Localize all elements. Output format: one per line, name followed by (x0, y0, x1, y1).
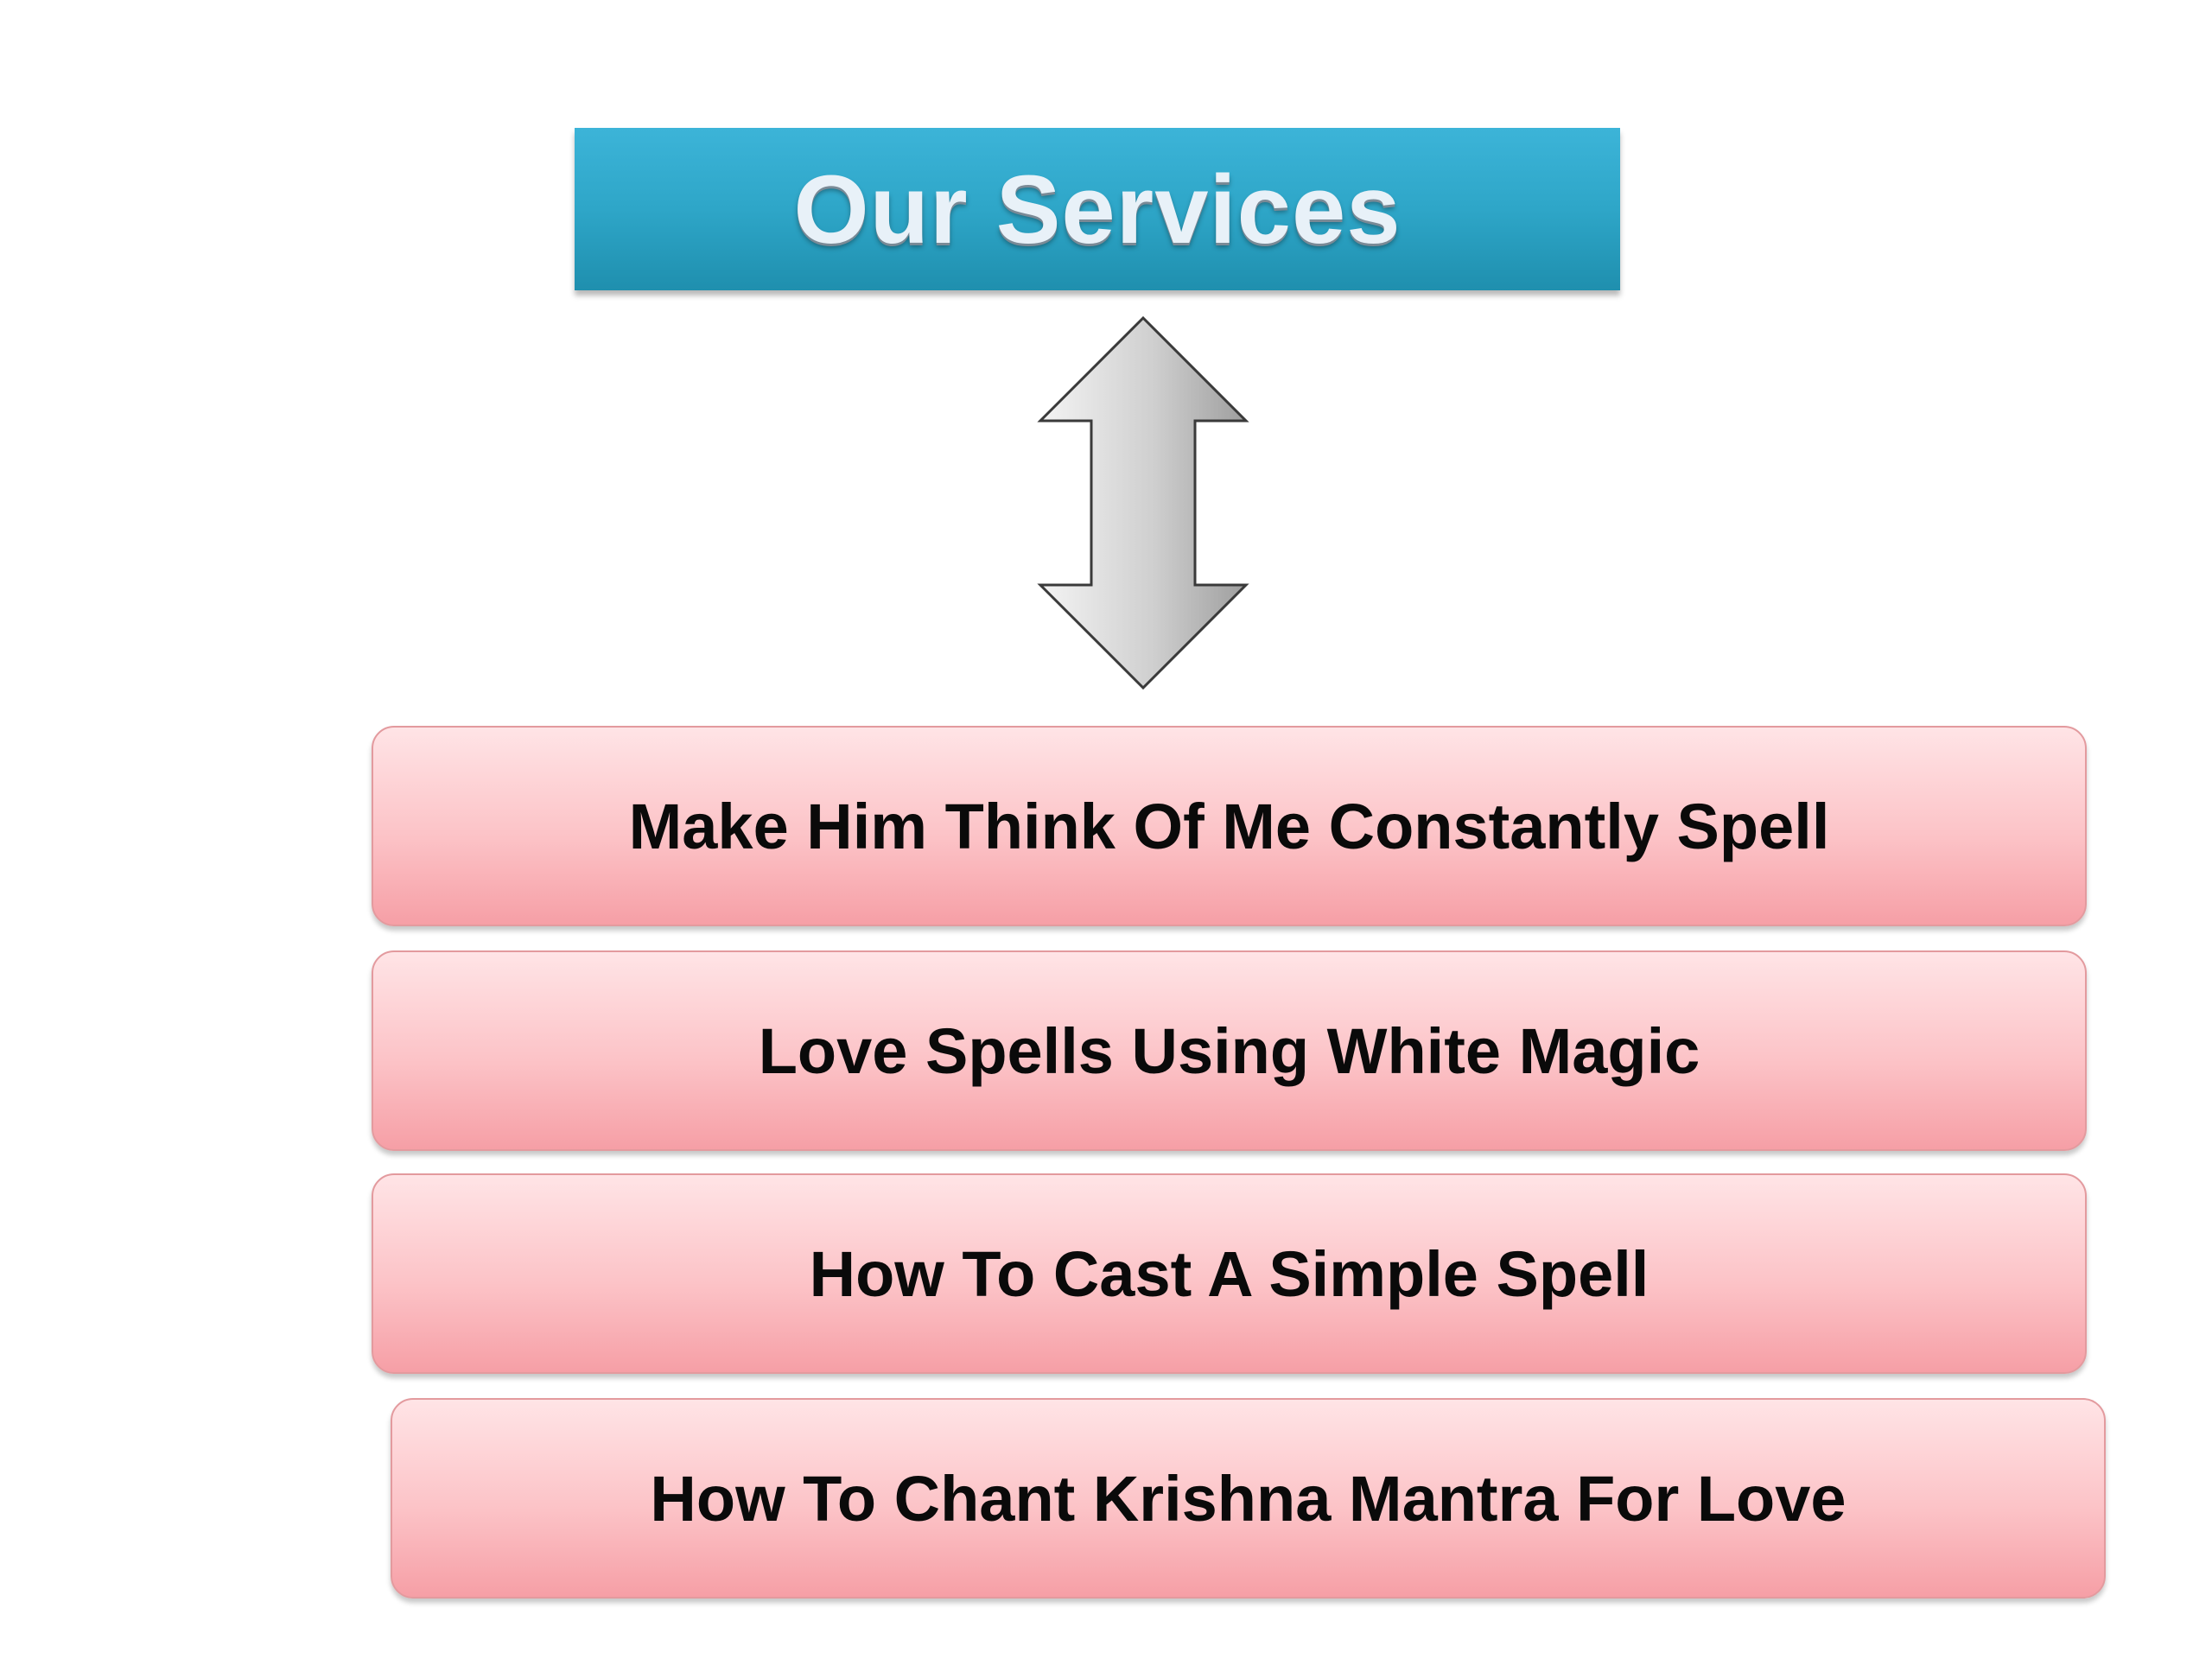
service-item-1[interactable]: Make Him Think Of Me Constantly Spell (372, 726, 2087, 926)
title-banner: Our Services (575, 128, 1620, 290)
double-headed-vertical-arrow-icon (1037, 315, 1249, 690)
service-label: How To Chant Krishna Mantra For Love (650, 1462, 1847, 1535)
title-text: Our Services (793, 155, 1402, 264)
service-item-3[interactable]: How To Cast A Simple Spell (372, 1173, 2087, 1374)
service-label: Make Him Think Of Me Constantly Spell (628, 790, 1830, 862)
service-label: Love Spells Using White Magic (758, 1014, 1700, 1087)
service-item-4[interactable]: How To Chant Krishna Mantra For Love (391, 1398, 2106, 1599)
service-label: How To Cast A Simple Spell (809, 1237, 1649, 1310)
service-item-2[interactable]: Love Spells Using White Magic (372, 950, 2087, 1151)
